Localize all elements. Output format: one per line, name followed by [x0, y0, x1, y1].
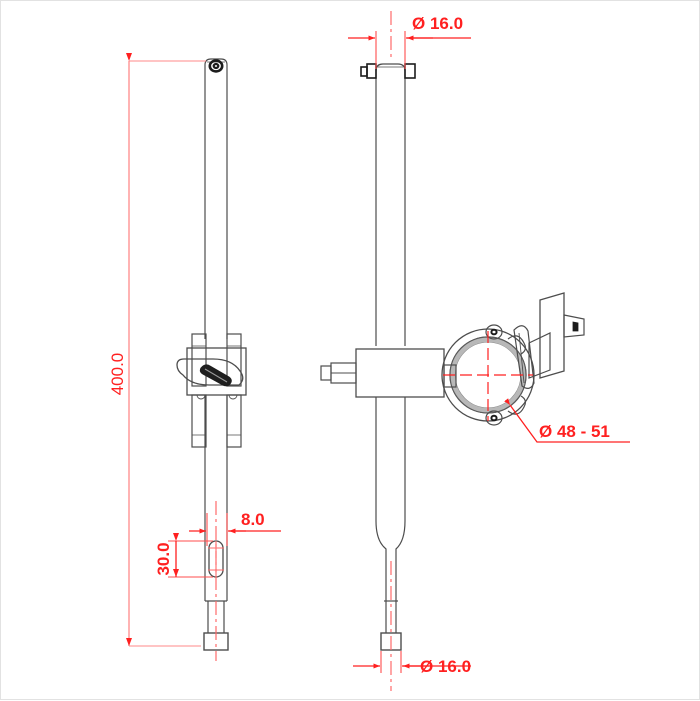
side-collar-left-lower	[191, 394, 207, 448]
dimension-top-diameter: Ø 16.0	[348, 14, 471, 69]
clamp-hinge-line	[518, 332, 525, 384]
dim-bottom-diameter-label: Ø 16.0	[420, 657, 471, 676]
clamp-handle-cam-highlight	[204, 368, 228, 383]
front-tube-top-cap	[375, 63, 406, 72]
dim-clamp-range-label: Ø 48 - 51	[539, 422, 610, 441]
clamp-side-stub-tip	[320, 365, 332, 381]
side-clamp-body	[186, 347, 247, 396]
dim-400-ext-lines	[129, 60, 206, 647]
side-view-geometry	[176, 58, 247, 651]
side-screw-right	[228, 394, 238, 400]
dim-slot-width-label: 8.0	[241, 510, 265, 529]
front-lower-right	[395, 397, 406, 601]
dim-30-ext-lines	[168, 540, 213, 578]
knob-tip-slot	[572, 321, 579, 332]
clamp-ear-top	[507, 335, 527, 355]
front-bottom-step	[385, 601, 397, 633]
dimension-clamp-range: Ø 48 - 51	[504, 398, 630, 443]
knob-shaft	[528, 332, 551, 379]
clamp-bolt-bottom	[490, 414, 498, 422]
ring-centrelines	[443, 331, 533, 421]
centrelines	[215, 11, 392, 691]
dimension-slot-length: 30.0	[154, 533, 213, 578]
clamp-hinge-bracket	[513, 325, 535, 389]
clamp-ear-bottom	[507, 395, 527, 415]
clamp-ring-neck	[443, 364, 457, 388]
dim-bottom-ext-lines	[380, 651, 402, 673]
dim-top-diameter-label: Ø 16.0	[412, 14, 463, 33]
dim-slot-length-label: 30.0	[154, 542, 173, 575]
slot-centre-marks	[208, 541, 224, 577]
knob-head	[539, 292, 565, 379]
side-collar-right-lower	[226, 394, 242, 448]
top-eyelet-inner	[212, 62, 220, 70]
front-clamp-body	[355, 348, 445, 398]
dim-400-label: 400.0	[108, 353, 127, 396]
knob-tip	[563, 314, 585, 338]
dimension-slot-width: 8.0	[189, 510, 281, 546]
side-collar-right-upper	[226, 333, 242, 387]
clamp-bolt-boss-bottom	[485, 410, 503, 426]
top-lug-left-tip	[360, 66, 368, 77]
dimension-bottom-diameter: Ø 16.0	[353, 651, 471, 676]
top-lug-right	[404, 63, 416, 79]
dim-top-ext-lines	[375, 31, 406, 69]
front-view-geometry	[320, 63, 585, 651]
side-tube-top-cap	[204, 58, 228, 66]
clamp-bolt-top	[490, 328, 498, 336]
side-collar-left-upper	[191, 333, 207, 387]
dimension-overall-length: 400.0	[108, 53, 206, 647]
dim-clamp-leader	[504, 398, 630, 443]
front-lower-left	[375, 397, 387, 601]
top-lug-left	[366, 63, 377, 79]
clamp-handle-lever	[176, 358, 244, 386]
clamp-bolt-boss-top	[485, 324, 503, 340]
top-eyelet-outer	[208, 59, 224, 73]
